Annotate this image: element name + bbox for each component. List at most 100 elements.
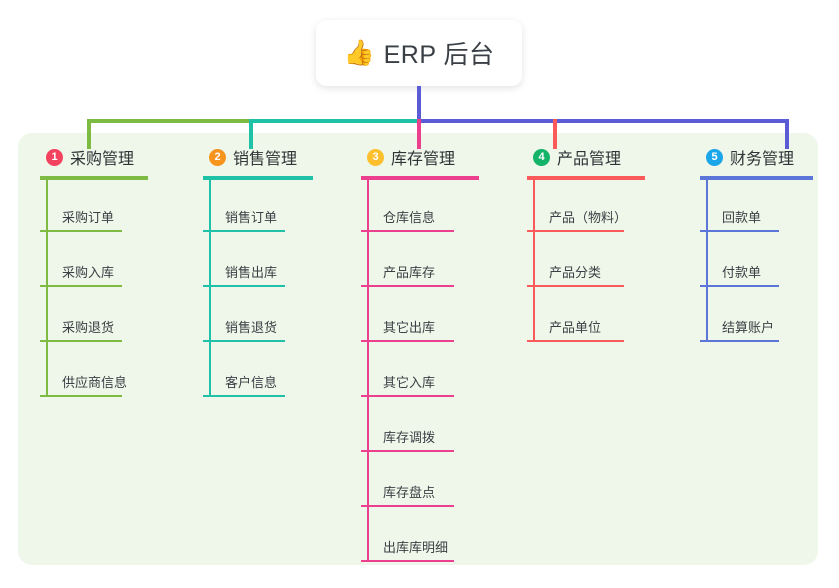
leaf-item-label: 库存盘点 bbox=[383, 485, 436, 500]
leaf-item-rule bbox=[203, 395, 285, 397]
leaf-item-rule bbox=[700, 285, 779, 287]
leaf-item-label: 销售订单 bbox=[225, 210, 278, 225]
column-header-3[interactable]: 3 库存管理 bbox=[361, 146, 455, 168]
column-number-badge: 4 bbox=[533, 148, 550, 166]
column-2: 2 销售管理销售订单销售出库销售退货客户信息 bbox=[203, 146, 313, 397]
root-node-erp-backend[interactable]: 👍 ERP 后台 bbox=[316, 20, 522, 86]
leaf-item-rule bbox=[40, 395, 122, 397]
leaf-item-rule bbox=[700, 340, 779, 342]
column-number-badge: 2 bbox=[209, 148, 226, 166]
leaf-item[interactable]: 库存盘点 bbox=[361, 473, 480, 507]
column-spine bbox=[367, 180, 369, 562]
root-trunk-connector bbox=[417, 86, 421, 122]
leaf-item-rule bbox=[700, 230, 779, 232]
leaf-item-label: 结算账户 bbox=[722, 320, 775, 335]
leaf-item-rule bbox=[203, 285, 285, 287]
column-title: 库存管理 bbox=[391, 151, 456, 168]
leaf-item-rule bbox=[527, 340, 624, 342]
column-number-badge: 5 bbox=[706, 148, 723, 166]
column-header-4[interactable]: 4 产品管理 bbox=[527, 146, 621, 168]
leaf-item-rule bbox=[361, 230, 454, 232]
leaf-item-label: 采购入库 bbox=[62, 265, 115, 280]
column-title: 财务管理 bbox=[730, 151, 795, 168]
leaf-item[interactable]: 回款单 bbox=[700, 198, 805, 232]
leaf-item-label: 供应商信息 bbox=[62, 375, 128, 390]
leaf-item[interactable]: 销售出库 bbox=[203, 253, 311, 287]
leaf-item-rule bbox=[361, 395, 454, 397]
leaf-item-rule bbox=[361, 505, 454, 507]
leaf-item[interactable]: 付款单 bbox=[700, 253, 805, 287]
column-spine bbox=[706, 180, 708, 342]
leaf-item-rule bbox=[203, 340, 285, 342]
column-header-rule bbox=[203, 176, 313, 180]
leaf-item[interactable]: 产品分类 bbox=[527, 253, 650, 287]
root-node-title: ERP 后台 bbox=[383, 41, 495, 69]
column-5: 5 财务管理回款单付款单结算账户 bbox=[700, 146, 813, 342]
leaf-item-label: 产品（物料） bbox=[549, 210, 628, 225]
leaf-item-label: 客户信息 bbox=[225, 375, 278, 390]
leaf-item[interactable]: 采购订单 bbox=[40, 198, 148, 232]
leaf-item[interactable]: 其它出库 bbox=[361, 308, 480, 342]
leaf-item[interactable]: 客户信息 bbox=[203, 363, 311, 397]
leaf-item-label: 产品库存 bbox=[383, 265, 436, 280]
column-header-rule bbox=[361, 176, 479, 180]
leaf-item-label: 采购退货 bbox=[62, 320, 115, 335]
column-spine bbox=[46, 180, 48, 397]
leaf-item[interactable]: 仓库信息 bbox=[361, 198, 480, 232]
column-spine bbox=[209, 180, 211, 397]
leaf-item-rule bbox=[40, 340, 122, 342]
leaf-item[interactable]: 产品（物料） bbox=[527, 198, 650, 232]
drop-line-5 bbox=[785, 119, 789, 149]
column-number-badge: 1 bbox=[46, 148, 63, 166]
leaf-item-label: 回款单 bbox=[722, 210, 762, 225]
leaf-item[interactable]: 其它入库 bbox=[361, 363, 480, 397]
leaf-item[interactable]: 结算账户 bbox=[700, 308, 805, 342]
leaf-item-label: 产品单位 bbox=[549, 320, 602, 335]
leaf-item[interactable]: 库存调拨 bbox=[361, 418, 480, 452]
leaf-item-label: 付款单 bbox=[722, 265, 762, 280]
column-header-rule bbox=[700, 176, 813, 180]
column-spine bbox=[533, 180, 535, 342]
leaf-item-rule bbox=[361, 285, 454, 287]
leaf-item[interactable]: 产品单位 bbox=[527, 308, 650, 342]
leaf-item-rule bbox=[40, 285, 122, 287]
column-title: 产品管理 bbox=[557, 151, 622, 168]
leaf-item[interactable]: 供应商信息 bbox=[40, 363, 148, 397]
thumbs-up-icon: 👍 bbox=[343, 38, 375, 67]
leaf-item[interactable]: 销售订单 bbox=[203, 198, 311, 232]
column-title: 销售管理 bbox=[233, 151, 298, 168]
column-number-badge: 3 bbox=[367, 148, 384, 166]
drop-line-2 bbox=[249, 119, 253, 149]
leaf-item[interactable]: 销售退货 bbox=[203, 308, 311, 342]
leaf-item-label: 出库库明细 bbox=[383, 540, 449, 555]
leaf-item-label: 其它入库 bbox=[383, 375, 436, 390]
leaf-item[interactable]: 产品库存 bbox=[361, 253, 480, 287]
column-4: 4 产品管理产品（物料） 产品分类产品单位 bbox=[527, 146, 645, 342]
leaf-item[interactable]: 采购入库 bbox=[40, 253, 148, 287]
drop-line-1 bbox=[87, 119, 91, 149]
column-header-rule bbox=[527, 176, 645, 180]
column-header-5[interactable]: 5 财务管理 bbox=[700, 146, 794, 168]
leaf-item-label: 产品分类 bbox=[549, 265, 602, 280]
drop-line-4 bbox=[553, 119, 557, 149]
bus-segment-green bbox=[87, 119, 251, 123]
leaf-item-label: 销售退货 bbox=[225, 320, 278, 335]
leaf-item-rule bbox=[361, 560, 454, 562]
leaf-item[interactable]: 采购退货 bbox=[40, 308, 148, 342]
leaf-item[interactable]: 出库库明细 bbox=[361, 528, 480, 562]
column-header-rule bbox=[40, 176, 148, 180]
column-3: 3 库存管理仓库信息产品库存其它出库其它入库库存调拨库存盘点出库库明细 bbox=[361, 146, 479, 562]
leaf-item-rule bbox=[203, 230, 285, 232]
leaf-item-rule bbox=[40, 230, 122, 232]
leaf-item-rule bbox=[527, 285, 624, 287]
leaf-item-label: 采购订单 bbox=[62, 210, 115, 225]
leaf-item-label: 其它出库 bbox=[383, 320, 436, 335]
drop-line-3 bbox=[417, 119, 421, 149]
leaf-item-label: 销售出库 bbox=[225, 265, 278, 280]
bus-segment-teal bbox=[249, 119, 419, 123]
column-header-2[interactable]: 2 销售管理 bbox=[203, 146, 297, 168]
leaf-item-rule bbox=[527, 230, 624, 232]
diagram-panel-background bbox=[18, 133, 818, 565]
